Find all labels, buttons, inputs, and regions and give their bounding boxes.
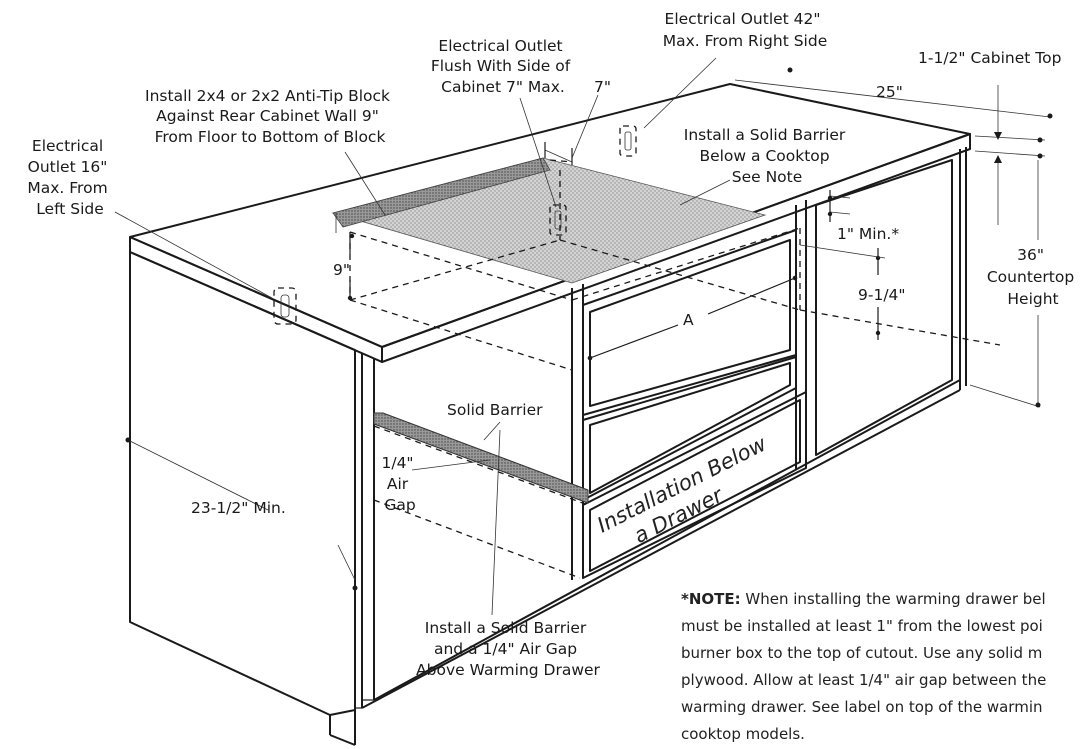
countertop bbox=[129, 83, 971, 363]
drawer-middle bbox=[582, 356, 797, 501]
dim-23-1-2-label: 23-1/2" Min. bbox=[191, 499, 286, 517]
air-gap-label: 1/4" Air Gap bbox=[381, 454, 418, 514]
outlet-icon-side bbox=[549, 204, 567, 236]
outlet-icon-rear bbox=[619, 125, 637, 157]
note-line-3: burner box to the top of cutout. Use any… bbox=[681, 644, 1043, 662]
cabinet-top-label: 1-1/2" Cabinet Top bbox=[918, 49, 1061, 67]
outlet-42-label: Electrical Outlet 42" Max. From Right Si… bbox=[663, 10, 828, 50]
barrier-above-drawer-label: Install a Solid Barrier and a 1/4" Air G… bbox=[416, 619, 601, 679]
dim-a-label: A bbox=[683, 311, 694, 329]
dim-9-label: 9" bbox=[333, 261, 350, 279]
leader-lines bbox=[114, 57, 1053, 616]
outlet-flush-label: Electrical Outlet Flush With Side of Cab… bbox=[431, 37, 575, 96]
note-line-2: must be installed at least 1" from the l… bbox=[681, 617, 1043, 635]
note-line-1: *NOTE: When installing the warming drawe… bbox=[681, 590, 1046, 608]
note-line-6: cooktop models. bbox=[681, 725, 805, 743]
hidden-lines bbox=[349, 159, 1001, 371]
outlet-icon-left bbox=[273, 287, 297, 325]
dim-7-label: 7" bbox=[594, 78, 611, 96]
drawer-top bbox=[582, 229, 797, 416]
outlet-16-label: Electrical Outlet 16" Max. From Left Sid… bbox=[27, 137, 112, 218]
dim-1-min-label: 1" Min.* bbox=[837, 225, 899, 243]
installation-label: Installation Below a Drawer bbox=[593, 429, 788, 561]
note-prefix: *NOTE: bbox=[681, 590, 741, 608]
note-line-5: warming drawer. See label on top of the … bbox=[681, 698, 1043, 716]
dim-25-label: 25" bbox=[876, 83, 903, 101]
solid-barrier bbox=[373, 412, 589, 579]
warming-drawer bbox=[582, 391, 807, 579]
barrier-cooktop-label: Install a Solid Barrier Below a Cooktop … bbox=[684, 126, 850, 186]
dim-9-1-4-label: 9-1/4" bbox=[858, 286, 906, 304]
note-line-4: plywood. Allow at least 1/4" air gap bet… bbox=[681, 671, 1047, 689]
solid-barrier-label: Solid Barrier bbox=[447, 401, 543, 419]
labels: Electrical Outlet 42" Max. From Right Si… bbox=[27, 10, 1079, 679]
anti-tip-label: Install 2x4 or 2x2 Anti-Tip Block Agains… bbox=[145, 87, 395, 146]
countertop-height-label: 36" Countertop Height bbox=[987, 246, 1079, 308]
installation-note: *NOTE: When installing the warming drawe… bbox=[681, 586, 1086, 748]
